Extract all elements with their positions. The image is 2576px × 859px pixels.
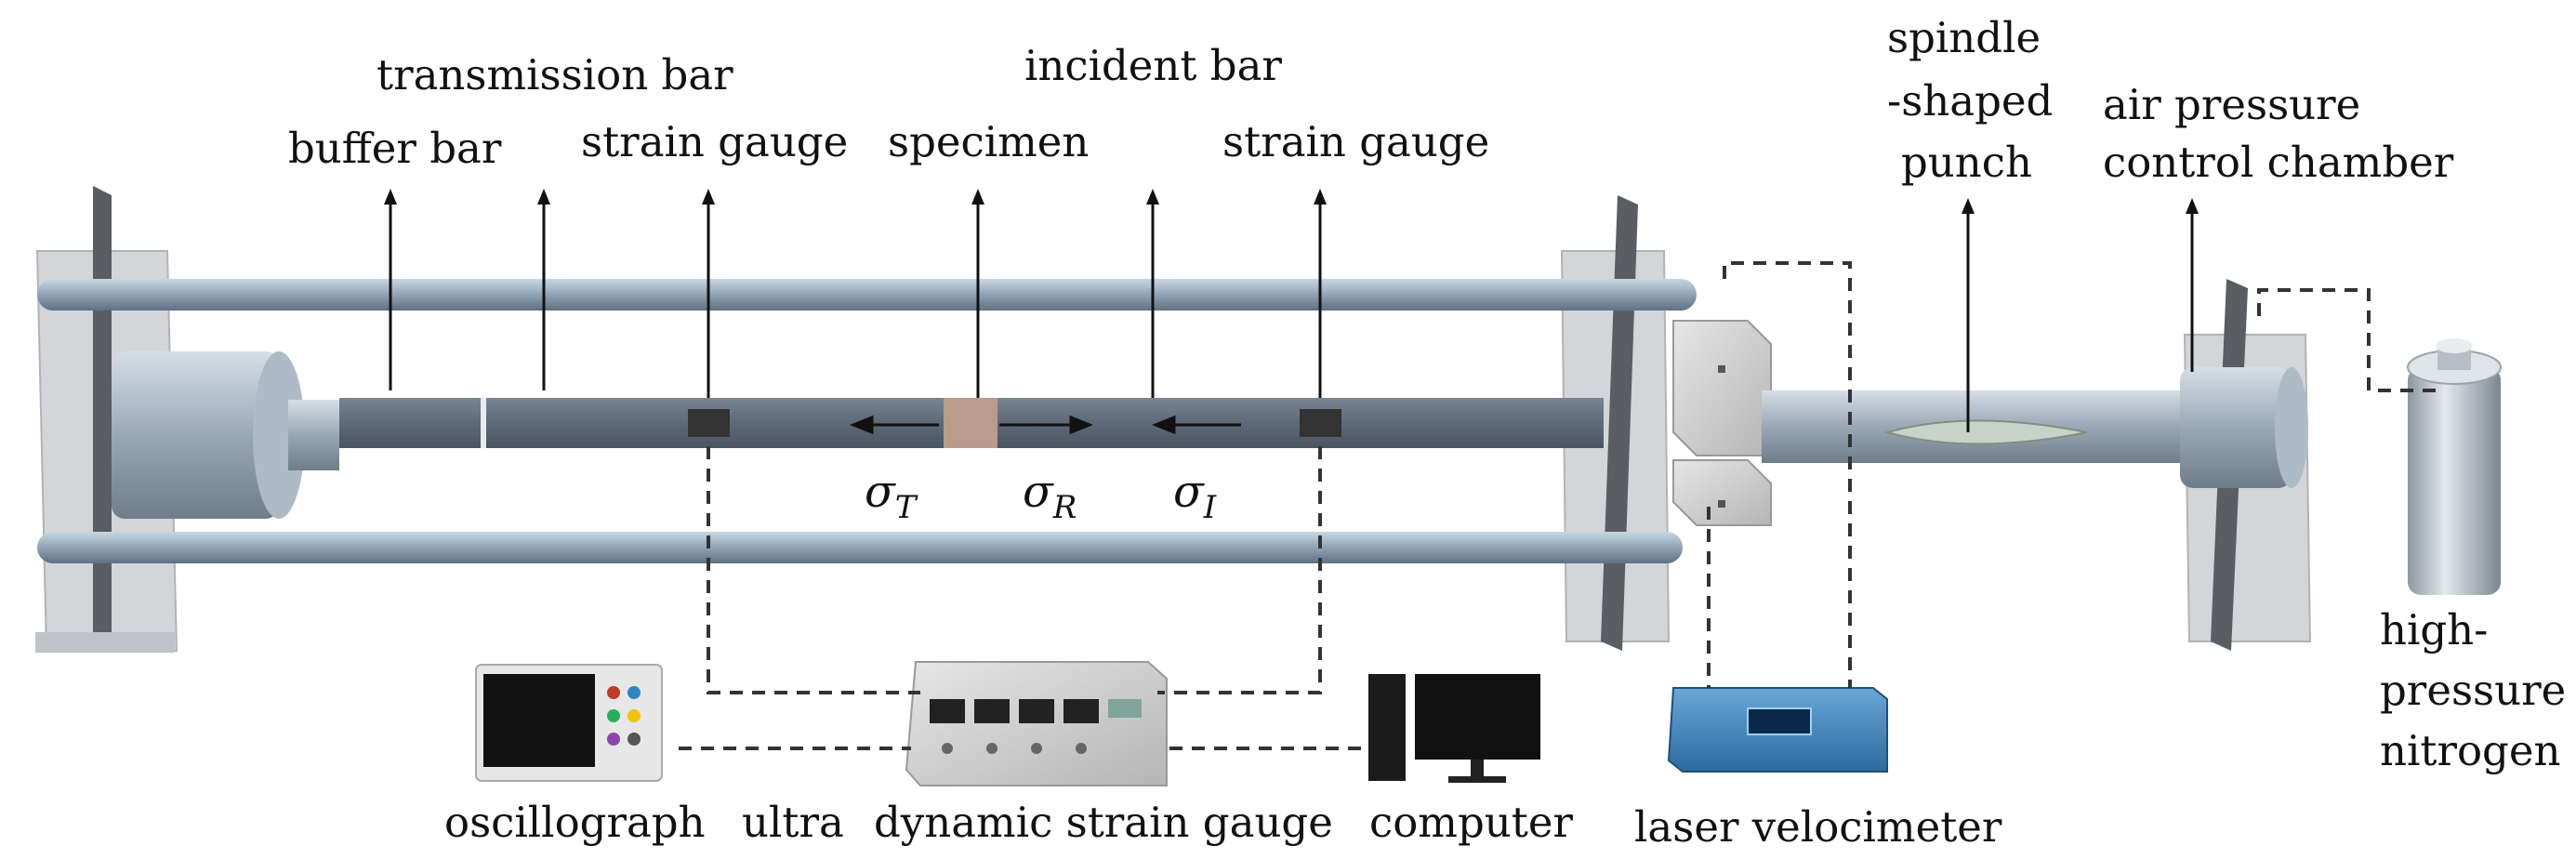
nitrogen-tank — [2407, 338, 2502, 595]
label-nitrogen-line3: nitrogen — [2380, 726, 2560, 775]
label-ultra: ultra — [742, 798, 844, 847]
specimen-block — [944, 398, 997, 448]
computer-device — [1368, 674, 1540, 783]
label-air-pressure-line2: control chamber — [2103, 138, 2454, 187]
label-computer: computer — [1369, 798, 1573, 847]
label-strain-gauge-right: strain gauge — [1222, 117, 1489, 166]
label-specimen: specimen — [888, 117, 1089, 166]
label-laser-velocimeter: laser velocimeter — [1634, 802, 2002, 852]
strain-gauge-left-mark — [688, 409, 730, 437]
spindle-punch — [1883, 419, 2088, 445]
label-oscillograph: oscillograph — [444, 798, 706, 847]
label-dynamic-strain-gauge: dynamic strain gauge — [874, 798, 1333, 847]
sigma-i-symbol: σI — [1173, 466, 1217, 526]
air-pressure-chamber — [2180, 367, 2308, 488]
label-buffer-bar: buffer bar — [288, 124, 502, 173]
lower-guide-rod — [37, 532, 1683, 563]
label-spindle-line2: -shaped — [1887, 76, 2053, 126]
left-end-cylinder — [112, 351, 339, 519]
label-air-pressure-line1: air pressure — [2103, 80, 2360, 129]
oscillograph-device — [475, 664, 663, 782]
sigma-t-symbol: σT — [865, 466, 918, 526]
dynamic-strain-gauge-device — [905, 661, 1168, 786]
leader-lines — [384, 189, 2199, 432]
label-spindle-line1: spindle — [1887, 13, 2041, 62]
label-nitrogen-line2: pressure — [2380, 666, 2566, 715]
label-spindle-line3: punch — [1901, 138, 2032, 187]
upper-guide-rod — [37, 279, 1697, 311]
laser-velocimeter-device — [1667, 687, 1888, 773]
label-incident-bar: incident bar — [1024, 41, 1282, 90]
signal-wiring — [679, 261, 2437, 750]
stress-arrows — [849, 415, 1241, 435]
strain-gauge-right-mark — [1300, 409, 1341, 437]
label-transmission-bar: transmission bar — [376, 50, 733, 99]
label-strain-gauge-left: strain gauge — [581, 117, 848, 166]
sigma-r-symbol: σR — [1023, 466, 1077, 526]
label-nitrogen-line1: high- — [2380, 605, 2488, 654]
bar-joint — [481, 398, 486, 448]
launcher-block — [1672, 320, 1772, 526]
